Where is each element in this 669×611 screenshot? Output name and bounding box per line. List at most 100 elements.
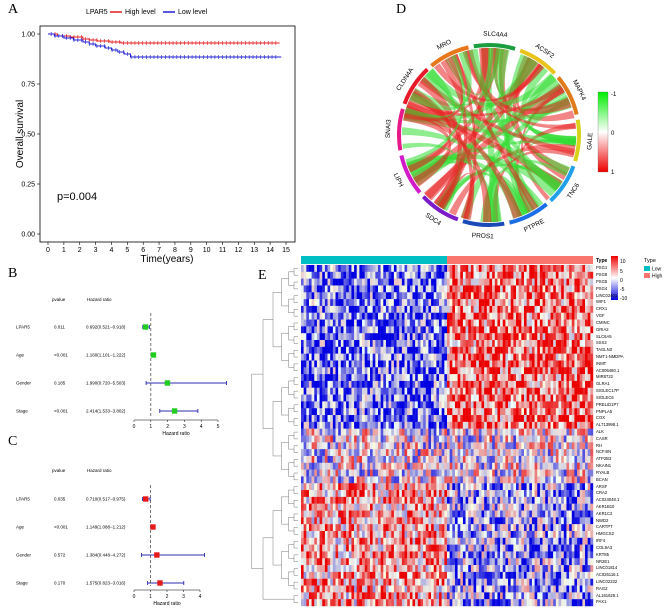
heatmap-cell	[359, 428, 363, 436]
dendrogram-branch	[293, 581, 298, 590]
heatmap-cell	[473, 346, 477, 354]
heatmap-cell	[462, 428, 466, 436]
heatmap-cell	[531, 265, 535, 273]
heatmap-cell	[420, 462, 424, 470]
heatmap-cell	[364, 503, 368, 511]
heatmap-cell	[428, 292, 432, 300]
heatmap-cell	[447, 360, 450, 368]
heatmap-cell	[489, 265, 493, 273]
heatmap-cell	[415, 374, 418, 382]
heatmap-cell	[518, 415, 522, 423]
heatmap-cell	[327, 469, 331, 477]
heatmap-cell	[367, 537, 371, 545]
heatmap-cell	[306, 442, 310, 450]
heatmap-cell	[585, 333, 588, 341]
heatmap-cell	[348, 476, 352, 484]
heatmap-cell	[417, 353, 421, 361]
heatmap-cell	[555, 380, 559, 388]
heatmap-cell	[492, 305, 495, 313]
heatmap-cell	[454, 517, 458, 525]
heatmap-cell	[476, 421, 480, 429]
km-xtick-label: 15	[282, 247, 290, 254]
heatmap-cell	[372, 415, 376, 423]
heatmap-cell	[425, 353, 429, 361]
heatmap-cell	[420, 326, 424, 334]
heatmap-cell	[359, 353, 363, 361]
heatmap-cell	[553, 415, 557, 423]
heatmap-cell	[322, 415, 326, 423]
heatmap-cell	[563, 299, 567, 307]
heatmap-cell	[404, 271, 408, 279]
heatmap-cell	[409, 380, 413, 388]
heatmap-cell	[518, 387, 522, 395]
heatmap-cell	[340, 524, 344, 532]
heatmap-cell	[460, 469, 464, 477]
heatmap-cell	[486, 346, 490, 354]
heatmap-cell	[460, 346, 464, 354]
heatmap-cell	[465, 340, 469, 348]
heatmap-cell	[478, 278, 482, 286]
heatmap-cell	[523, 435, 527, 443]
heatmap-cell	[348, 312, 352, 320]
heatmap-cell	[590, 490, 594, 498]
heatmap-cell	[396, 476, 400, 484]
heatmap-cell	[409, 449, 413, 457]
heatmap-cell	[558, 469, 562, 477]
heatmap-cell	[478, 415, 482, 423]
heatmap-cell	[409, 428, 413, 436]
heatmap-cell	[375, 333, 379, 341]
heatmap-cell	[391, 360, 395, 368]
heatmap-cell	[348, 455, 352, 463]
heatmap-cell	[415, 449, 418, 457]
heatmap-cell	[526, 517, 530, 525]
heatmap-cell	[391, 496, 395, 504]
heatmap-cell	[332, 285, 336, 293]
heatmap-cell	[449, 271, 453, 279]
heatmap-cell	[550, 278, 554, 286]
heatmap-cell	[500, 278, 503, 286]
heatmap-cell	[301, 394, 304, 402]
heatmap-cell	[372, 408, 376, 416]
heatmap-cell	[404, 517, 408, 525]
heatmap-cell	[346, 312, 349, 320]
heatmap-cell	[401, 346, 405, 354]
heatmap-cell	[404, 490, 408, 498]
heatmap-cell	[508, 299, 511, 307]
heatmap-cell	[391, 387, 395, 395]
heatmap-cell	[415, 312, 418, 320]
heatmap-cell	[338, 483, 342, 491]
dendrogram-branch	[293, 268, 298, 276]
heatmap-cell	[454, 408, 458, 416]
heatmap-cell	[383, 394, 387, 402]
heatmap-cell	[383, 544, 387, 552]
heatmap-cell	[545, 333, 549, 341]
heatmap-cell	[468, 421, 472, 429]
heatmap-cell	[547, 346, 551, 354]
heatmap-cell	[377, 319, 381, 327]
heatmap-cell	[441, 360, 445, 368]
heatmap-cell	[404, 449, 408, 457]
heatmap-cell	[587, 367, 591, 375]
heatmap-cell	[457, 401, 461, 409]
heatmap-cell	[553, 462, 557, 470]
heatmap-cell	[412, 449, 416, 457]
heatmap-cell	[322, 524, 326, 532]
heatmap-cell	[531, 537, 535, 545]
heatmap-cell	[362, 455, 365, 463]
heatmap-cell	[497, 374, 501, 382]
heatmap-cell	[436, 469, 440, 477]
heatmap-cell	[391, 353, 395, 361]
heatmap-cell	[505, 360, 509, 368]
heatmap-cell	[330, 394, 334, 402]
heatmap-cell	[465, 299, 469, 307]
heatmap-cell	[423, 503, 426, 511]
heatmap-cell	[494, 353, 498, 361]
heatmap-cell	[311, 387, 315, 395]
heatmap-cell	[508, 326, 511, 334]
heatmap-cell	[582, 530, 586, 538]
heatmap-cell	[351, 312, 355, 320]
heatmap-cell	[489, 374, 493, 382]
heatmap-cell	[348, 360, 352, 368]
heatmap-cell	[492, 428, 495, 436]
heatmap-cell	[513, 401, 517, 409]
